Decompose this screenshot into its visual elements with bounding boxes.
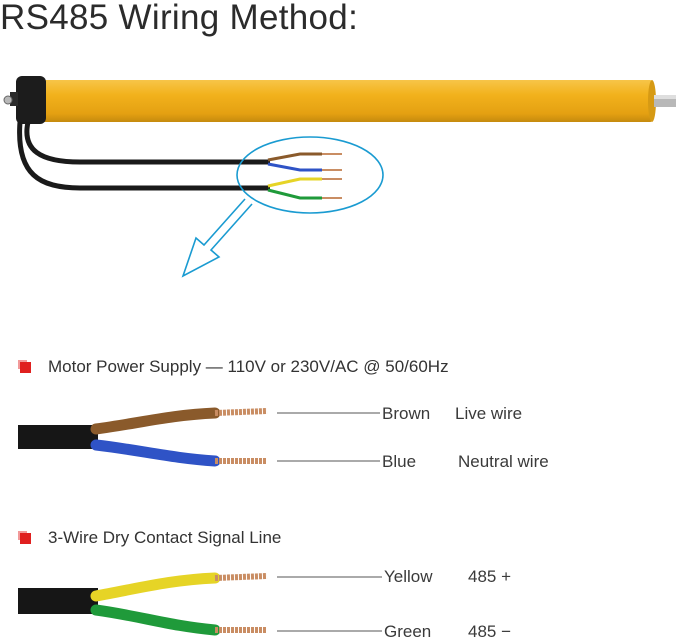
signal-cable <box>17 121 270 191</box>
tubular-motor-illustration <box>3 76 676 278</box>
wire-label-blue: Blue <box>382 452 417 471</box>
red-bullet-icon <box>20 532 31 544</box>
signal-cable-illustration <box>18 572 382 636</box>
page-title: RS485 Wiring Method: <box>0 0 359 37</box>
wire-function-live: Live wire <box>455 404 523 423</box>
power-cable-illustration <box>18 407 380 467</box>
signal-section-label: 3-Wire Dry Contact Signal Line <box>48 528 282 547</box>
wire-label-yellow: Yellow <box>384 567 433 586</box>
wire-function-485-plus: 485 + <box>468 567 512 586</box>
motor-head <box>16 76 46 124</box>
signal-section-header: 3-Wire Dry Contact Signal Line <box>20 528 281 548</box>
power-cable <box>24 121 270 165</box>
wire-function-485-minus: 485 − <box>468 622 512 641</box>
wire-function-neutral: Neutral wire <box>458 452 549 471</box>
wire-label-green: Green <box>384 622 432 641</box>
pointer-arrow <box>181 198 253 278</box>
power-section-label: Motor Power Supply — 110V or 230V/AC @ 5… <box>48 357 449 376</box>
motor-tube <box>40 80 652 122</box>
red-bullet-icon <box>20 361 31 373</box>
highlight-circle <box>236 136 384 214</box>
power-section-header: Motor Power Supply — 110V or 230V/AC @ 5… <box>20 357 449 377</box>
wire-label-brown: Brown <box>382 404 431 423</box>
